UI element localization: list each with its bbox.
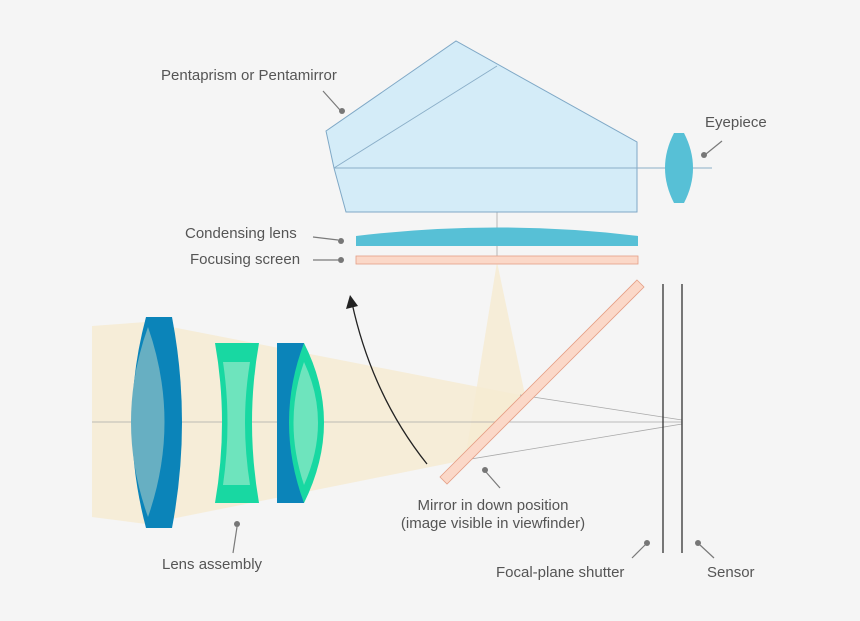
front-element bbox=[131, 327, 165, 517]
concave-element-inner bbox=[223, 362, 250, 485]
pentaprism-internal-ray bbox=[333, 65, 498, 169]
pentaprism-label: Pentaprism or Pentamirror bbox=[161, 67, 337, 84]
condensing-lens-leader-dot bbox=[338, 238, 344, 244]
mirror-flip-arc bbox=[351, 302, 428, 465]
ray-lower bbox=[464, 423, 683, 461]
focusing-screen bbox=[355, 255, 639, 265]
shutter-leader bbox=[631, 544, 646, 559]
mirror-leader bbox=[485, 471, 501, 489]
mirror-leader-dot bbox=[482, 467, 488, 473]
mirror-label-line2: (image visible in viewfinder) bbox=[401, 515, 585, 532]
labels: Pentaprism or Pentamirror Eyepiece Conde… bbox=[161, 67, 767, 581]
light-beam-entrance bbox=[92, 322, 146, 524]
pentaprism-body bbox=[325, 40, 638, 213]
shutter-label: Focal-plane shutter bbox=[496, 564, 624, 581]
condensing-lens-leader bbox=[312, 236, 339, 241]
focusing-screen-leader-dot bbox=[338, 257, 344, 263]
eyepiece-leader-dot bbox=[701, 152, 707, 158]
sensor-label: Sensor bbox=[707, 564, 755, 581]
ray-upper bbox=[519, 394, 683, 421]
condensing-lens bbox=[356, 227, 638, 246]
leader-lines bbox=[232, 90, 723, 559]
eyepiece-leader bbox=[705, 140, 723, 155]
condensing-lens-label: Condensing lens bbox=[185, 225, 297, 242]
pentaprism-leader-dot bbox=[339, 108, 345, 114]
lens-assembly-leader bbox=[232, 526, 238, 554]
mirror-label-line1: Mirror in down position bbox=[418, 497, 569, 514]
reflex-mirror bbox=[439, 279, 645, 485]
pentaprism bbox=[325, 40, 712, 213]
rear-element-inner bbox=[293, 362, 318, 485]
sensor-leader bbox=[699, 544, 715, 559]
pentaprism-leader bbox=[322, 90, 341, 111]
light-beam-main bbox=[146, 322, 520, 524]
mirror-flip-arrow bbox=[346, 295, 428, 465]
eyepiece-lens bbox=[665, 133, 693, 203]
arrow-head-icon bbox=[346, 295, 358, 309]
focusing-screen-label: Focusing screen bbox=[190, 251, 300, 268]
shutter-leader-dot bbox=[644, 540, 650, 546]
sensor-leader-dot bbox=[695, 540, 701, 546]
eyepiece-label: Eyepiece bbox=[705, 114, 767, 131]
optical-axes bbox=[92, 66, 683, 461]
lens-assembly bbox=[131, 317, 324, 528]
lens-assembly-leader-dot bbox=[234, 521, 240, 527]
lens-assembly-label: Lens assembly bbox=[162, 556, 263, 573]
